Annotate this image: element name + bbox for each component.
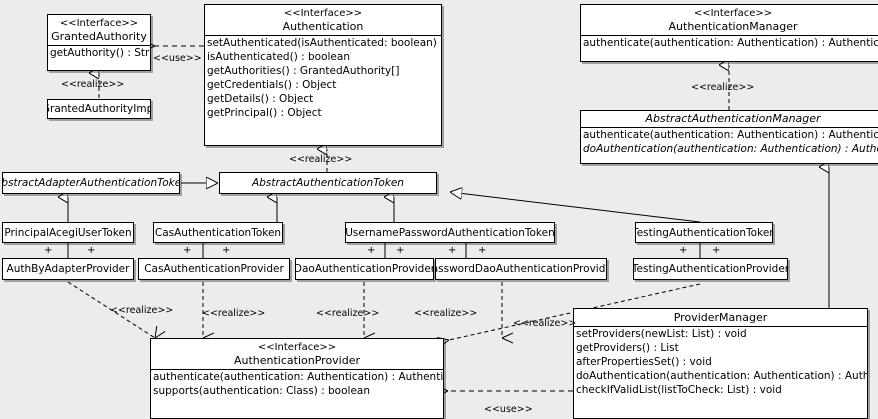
class-header: ProviderManager — [574, 309, 867, 326]
assoc-marker-plus: + — [87, 245, 96, 256]
class-name: AuthenticationProvider — [233, 354, 361, 367]
class-member: setAuthenticated(isAuthenticated: boolea… — [207, 37, 441, 49]
class-member: getProviders() : List — [576, 342, 679, 354]
class-member: doAuthentication(authentication: Authent… — [576, 370, 867, 382]
class-name: CasAuthenticationToken — [154, 226, 282, 239]
class-name: UsernamePasswordAuthenticationToken — [345, 226, 555, 239]
edge-label-use-granted-authority: <<use>> — [153, 53, 202, 64]
class-password-dao-authentication-provider[interactable]: PasswordDaoAuthenticationProvider — [435, 258, 607, 280]
class-member: getCredentials() : Object — [207, 79, 337, 91]
assoc-marker-plus: + — [396, 245, 405, 256]
class-name: AbstractAuthenticationToken — [252, 177, 404, 189]
divider — [48, 45, 150, 46]
class-member: supports(authentication: Class) : boolea… — [153, 385, 370, 397]
assoc-marker-plus: + — [448, 245, 457, 256]
class-stereotype: <<Interface>> — [693, 8, 773, 19]
class-testing-authentication-provider[interactable]: TestingAuthenticationProvider — [633, 258, 788, 280]
edge-label-realize-abstract-authentication-manager: <<realize>> — [691, 82, 755, 93]
divider — [581, 35, 878, 36]
class-name: ProviderManager — [673, 311, 768, 324]
class-name: PasswordDaoAuthenticationProvider — [435, 263, 607, 275]
assoc-marker-plus: + — [712, 245, 721, 256]
class-stereotype: <<Interface>> — [283, 8, 363, 19]
edge-label-realize-password-dao-provider: <<realize>> — [414, 308, 478, 319]
edge-label-realize-auth-by-adapter-provider: <<realize>> — [110, 305, 174, 316]
class-abstract-adapter-authentication-token[interactable]: AbstractAdapterAuthenticationToken — [2, 172, 180, 194]
divider — [574, 326, 867, 327]
class-name: TestingAuthenticationProvider — [633, 263, 788, 275]
class-header: <<Interface>> GrantedAuthority — [48, 15, 150, 45]
class-name: GrantedAuthorityImpl — [47, 103, 151, 115]
class-name: DaoAuthenticationProvider — [295, 263, 434, 275]
class-name: Authentication — [282, 20, 364, 33]
assoc-marker-plus: + — [367, 245, 376, 256]
class-auth-by-adapter-provider[interactable]: AuthByAdapterProvider — [2, 258, 134, 280]
edge-generalize-testing-token — [450, 192, 701, 223]
class-members: getAuthority() : String — [48, 46, 150, 60]
divider — [151, 369, 443, 370]
edge-label-realize-testing-provider: <<realize>> — [513, 318, 577, 329]
edge-label-realize-cas-provider: <<realize>> — [202, 308, 266, 319]
class-name: PrincipalAcegiUserToken — [4, 226, 132, 239]
class-members: authenticate(authentication: Authenticat… — [151, 370, 443, 398]
class-cas-authentication-token[interactable]: CasAuthenticationToken — [153, 222, 283, 243]
class-member: afterPropertiesSet() : void — [576, 356, 712, 368]
class-member: authenticate(authentication: Authenticat… — [583, 129, 878, 141]
class-granted-authority[interactable]: <<Interface>> GrantedAuthority getAuthor… — [47, 14, 151, 71]
class-principal-acegi-user-token[interactable]: PrincipalAcegiUserToken — [2, 222, 134, 243]
class-member: setProviders(newList: List) : void — [576, 328, 747, 340]
class-member: getAuthorities() : GrantedAuthority[] — [207, 65, 400, 77]
class-header: AbstractAuthenticationManager — [581, 111, 878, 127]
class-provider-manager[interactable]: ProviderManager setProviders(newList: Li… — [573, 308, 868, 419]
class-authentication-provider[interactable]: <<Interface>> AuthenticationProvider aut… — [150, 338, 444, 419]
class-authentication-manager[interactable]: <<Interface>> AuthenticationManager auth… — [580, 4, 878, 62]
class-name: CasAuthenticationProvider — [144, 263, 284, 275]
assoc-marker-plus: + — [478, 245, 487, 256]
class-members: authenticate(authentication: Authenticat… — [581, 128, 878, 156]
class-abstract-authentication-token[interactable]: AbstractAuthenticationToken — [219, 172, 437, 194]
class-abstract-authentication-manager[interactable]: AbstractAuthenticationManager authentica… — [580, 110, 878, 164]
class-name: AbstractAdapterAuthenticationToken — [2, 177, 180, 189]
class-name: AbstractAuthenticationManager — [645, 112, 821, 125]
edge-label-use-provider-manager: <<use>> — [484, 404, 533, 415]
class-dao-authentication-provider[interactable]: DaoAuthenticationProvider — [295, 258, 434, 280]
class-name: AuthenticationManager — [668, 20, 798, 33]
class-username-password-authentication-token[interactable]: UsernamePasswordAuthenticationToken — [345, 222, 555, 243]
class-header: <<Interface>> AuthenticationProvider — [151, 339, 443, 369]
class-member: doAuthentication(authentication: Authent… — [583, 143, 878, 155]
class-name: TestingAuthenticationToken — [635, 226, 773, 239]
class-members: setAuthenticated(isAuthenticated: boolea… — [205, 36, 441, 120]
class-members: authenticate(authentication: Authenticat… — [581, 36, 878, 50]
assoc-marker-plus: + — [679, 245, 688, 256]
class-cas-authentication-provider[interactable]: CasAuthenticationProvider — [138, 258, 290, 280]
class-stereotype: <<Interface>> — [59, 18, 139, 29]
divider — [205, 35, 441, 36]
class-authentication[interactable]: <<Interface>> Authentication setAuthenti… — [204, 4, 442, 146]
class-member: checkIfValidList(listToCheck: List) : vo… — [576, 384, 782, 396]
assoc-marker-plus: + — [222, 245, 231, 256]
class-member: getPrincipal() : Object — [207, 107, 322, 119]
edge-label-realize-granted-authority-impl: <<realize>> — [61, 79, 125, 90]
class-header: <<Interface>> Authentication — [205, 5, 441, 35]
class-member: getAuthority() : String — [50, 47, 150, 59]
class-members: setProviders(newList: List) : void getPr… — [574, 327, 867, 397]
class-member: authenticate(authentication: Authenticat… — [153, 371, 444, 383]
class-granted-authority-impl[interactable]: GrantedAuthorityImpl — [47, 99, 151, 119]
class-name: GrantedAuthority — [51, 30, 147, 43]
class-testing-authentication-token[interactable]: TestingAuthenticationToken — [635, 222, 773, 243]
divider — [581, 127, 878, 128]
class-member: isAuthenticated() : boolean — [207, 51, 350, 63]
class-header: <<Interface>> AuthenticationManager — [581, 5, 878, 35]
edge-label-realize-dao-provider: <<realize>> — [316, 308, 380, 319]
assoc-marker-plus: + — [44, 245, 53, 256]
edge-label-realize-abstract-authentication-token: <<realize>> — [289, 154, 353, 165]
assoc-marker-plus: + — [183, 245, 192, 256]
class-member: getDetails() : Object — [207, 93, 314, 105]
class-member: authenticate(authentication: Authenticat… — [583, 37, 878, 49]
class-stereotype: <<Interface>> — [257, 342, 337, 353]
class-name: AuthByAdapterProvider — [6, 263, 130, 275]
